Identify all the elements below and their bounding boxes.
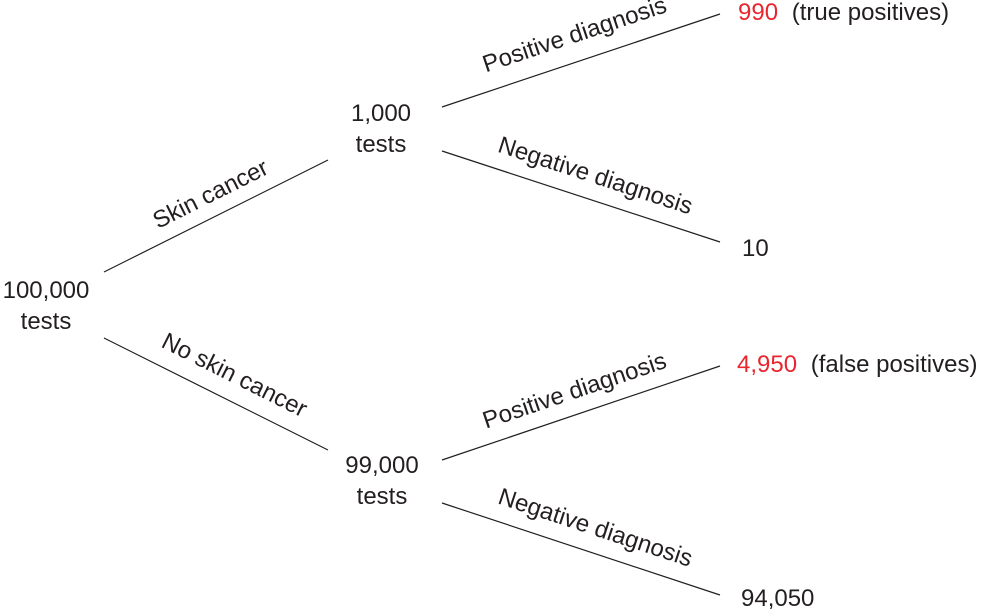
edge-root-to-no-cancer [103,337,329,451]
cancer-unit: tests [356,131,407,158]
branch-label-no-cancer-negative: Negative diagnosis [495,483,696,572]
edge-no-cancer-to-negative [441,502,721,596]
no-cancer-unit: tests [357,483,408,510]
leaf-false-positives: 4,950 (false positives) [737,351,977,378]
branch-label-cancer-negative: Negative diagnosis [495,132,696,221]
root-unit: tests [21,308,72,335]
cancer-count: 1,000 [351,100,411,127]
true-positives-count: 990 [738,0,778,26]
edge-cancer-to-negative [441,150,721,243]
branch-label-cancer-positive: Positive diagnosis [479,0,670,78]
cancer-node: 1,000 tests [351,100,411,158]
branch-label-no-cancer-positive: Positive diagnosis [479,347,670,434]
true-positives-note: (true positives) [792,0,949,26]
leaf-cancer-negative: 10 [742,235,769,262]
false-positives-note: (false positives) [811,351,978,378]
root-count: 100,000 [3,277,90,304]
leaf-no-cancer-negative: 94,050 [741,585,814,609]
false-positives-count: 4,950 [737,351,797,378]
branch-label-no-skin-cancer: No skin cancer [157,328,311,423]
leaf-true-positives: 990 (true positives) [738,0,949,26]
branch-label-skin-cancer: Skin cancer [149,154,273,234]
edge-root-to-cancer [103,159,329,273]
edge-no-cancer-to-positive [441,365,721,461]
edge-cancer-to-positive [441,13,721,108]
root-node: 100,000 tests [3,277,90,335]
no-cancer-count: 99,000 [345,452,418,479]
no-cancer-node: 99,000 tests [345,452,418,510]
